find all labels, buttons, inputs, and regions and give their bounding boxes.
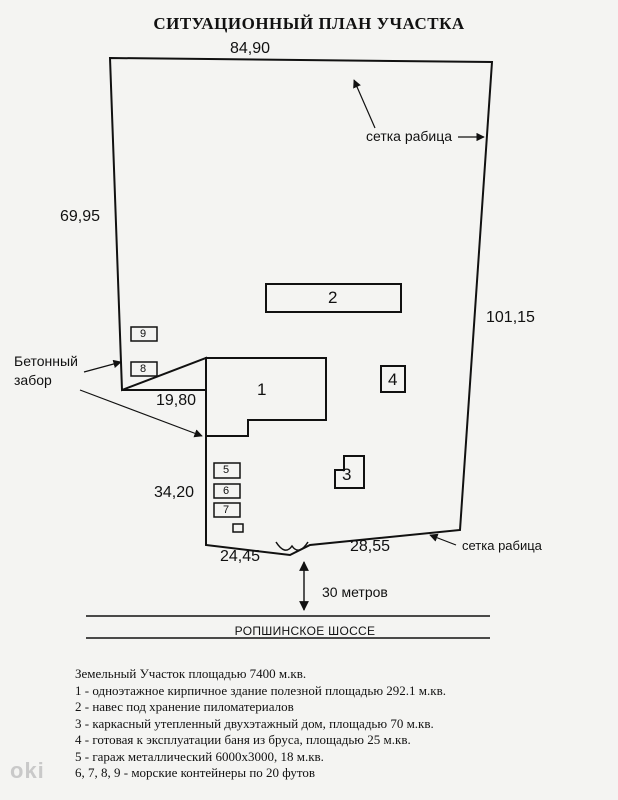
building-9-number: 9: [140, 328, 147, 340]
callout-concrete-fence: Бетонный забор: [14, 353, 78, 388]
building-4-bathhouse: [380, 365, 406, 393]
building-3-house: [334, 455, 365, 489]
dim-step: 19,80: [156, 392, 197, 409]
dim-right: 101,15: [486, 309, 535, 326]
building-6-number: 6: [223, 485, 230, 497]
garage-5: [213, 462, 241, 479]
building-1-number: 1: [257, 380, 267, 399]
arrow-fence-upper: [83, 359, 122, 373]
legend: Земельный Участок площадью 7400 м.кв. 1 …: [75, 666, 595, 782]
dim-lower-left: 34,20: [154, 484, 195, 501]
container-6: [213, 483, 241, 499]
building-2-canopy: [265, 283, 402, 313]
gate: [275, 541, 309, 551]
plot-boundary: [108, 56, 494, 557]
watermark-logo: oki: [10, 758, 45, 783]
legend-item: 4 - готовая к эксплуатации баня из бруса…: [75, 732, 411, 747]
arrow-fence-lower: [79, 389, 203, 438]
building-7-number: 7: [223, 504, 230, 516]
legend-item: 1 - одноэтажное кирпичное здание полезно…: [75, 682, 446, 698]
container-9: [130, 326, 158, 342]
container-8: [130, 361, 158, 377]
legend-item: 2 - навес под хранение пиломатериалов: [75, 699, 294, 714]
building-4-number: 4: [388, 370, 398, 389]
container-7: [213, 502, 241, 518]
dim-left: 69,95: [60, 208, 101, 225]
callout-mesh-bottom: сетка рабица: [462, 538, 542, 553]
legend-item: 5 - гараж металлический 6000х3000, 18 м.…: [75, 748, 324, 764]
small-structure: [232, 523, 244, 533]
dim-top: 84,90: [230, 40, 271, 57]
page-title: СИТУАЦИОННЫЙ ПЛАН УЧАСТКА: [153, 14, 465, 33]
dim-bottom-left: 24,45: [220, 548, 261, 565]
callout-distance: 30 метров: [322, 584, 388, 600]
building-3-number: 3: [342, 465, 352, 484]
road-name: РОПШИНСКОЕ ШОССЕ: [234, 624, 376, 638]
building-5-number: 5: [223, 464, 230, 476]
building-1-brick: [205, 357, 327, 437]
legend-item: Земельный Участок площадью 7400 м.кв.: [75, 666, 307, 681]
building-2-number: 2: [328, 288, 338, 307]
building-8-number: 8: [140, 363, 147, 375]
legend-item: 6, 7, 8, 9 - морские контейнеры по 20 фу…: [75, 765, 316, 780]
arrow-mesh-top: [353, 79, 376, 129]
arrow-mesh-bottom: [429, 533, 457, 546]
legend-item: 3 - каркасный утепленный двухэтажный дом…: [75, 715, 434, 731]
dim-bottom-right: 28,55: [350, 538, 391, 555]
callout-mesh-top: сетка рабица: [366, 128, 453, 144]
